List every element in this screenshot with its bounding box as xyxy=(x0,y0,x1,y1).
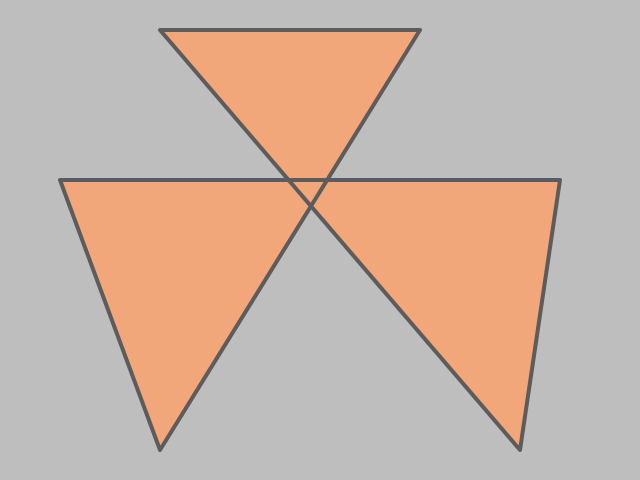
star-polygon xyxy=(58,28,562,452)
